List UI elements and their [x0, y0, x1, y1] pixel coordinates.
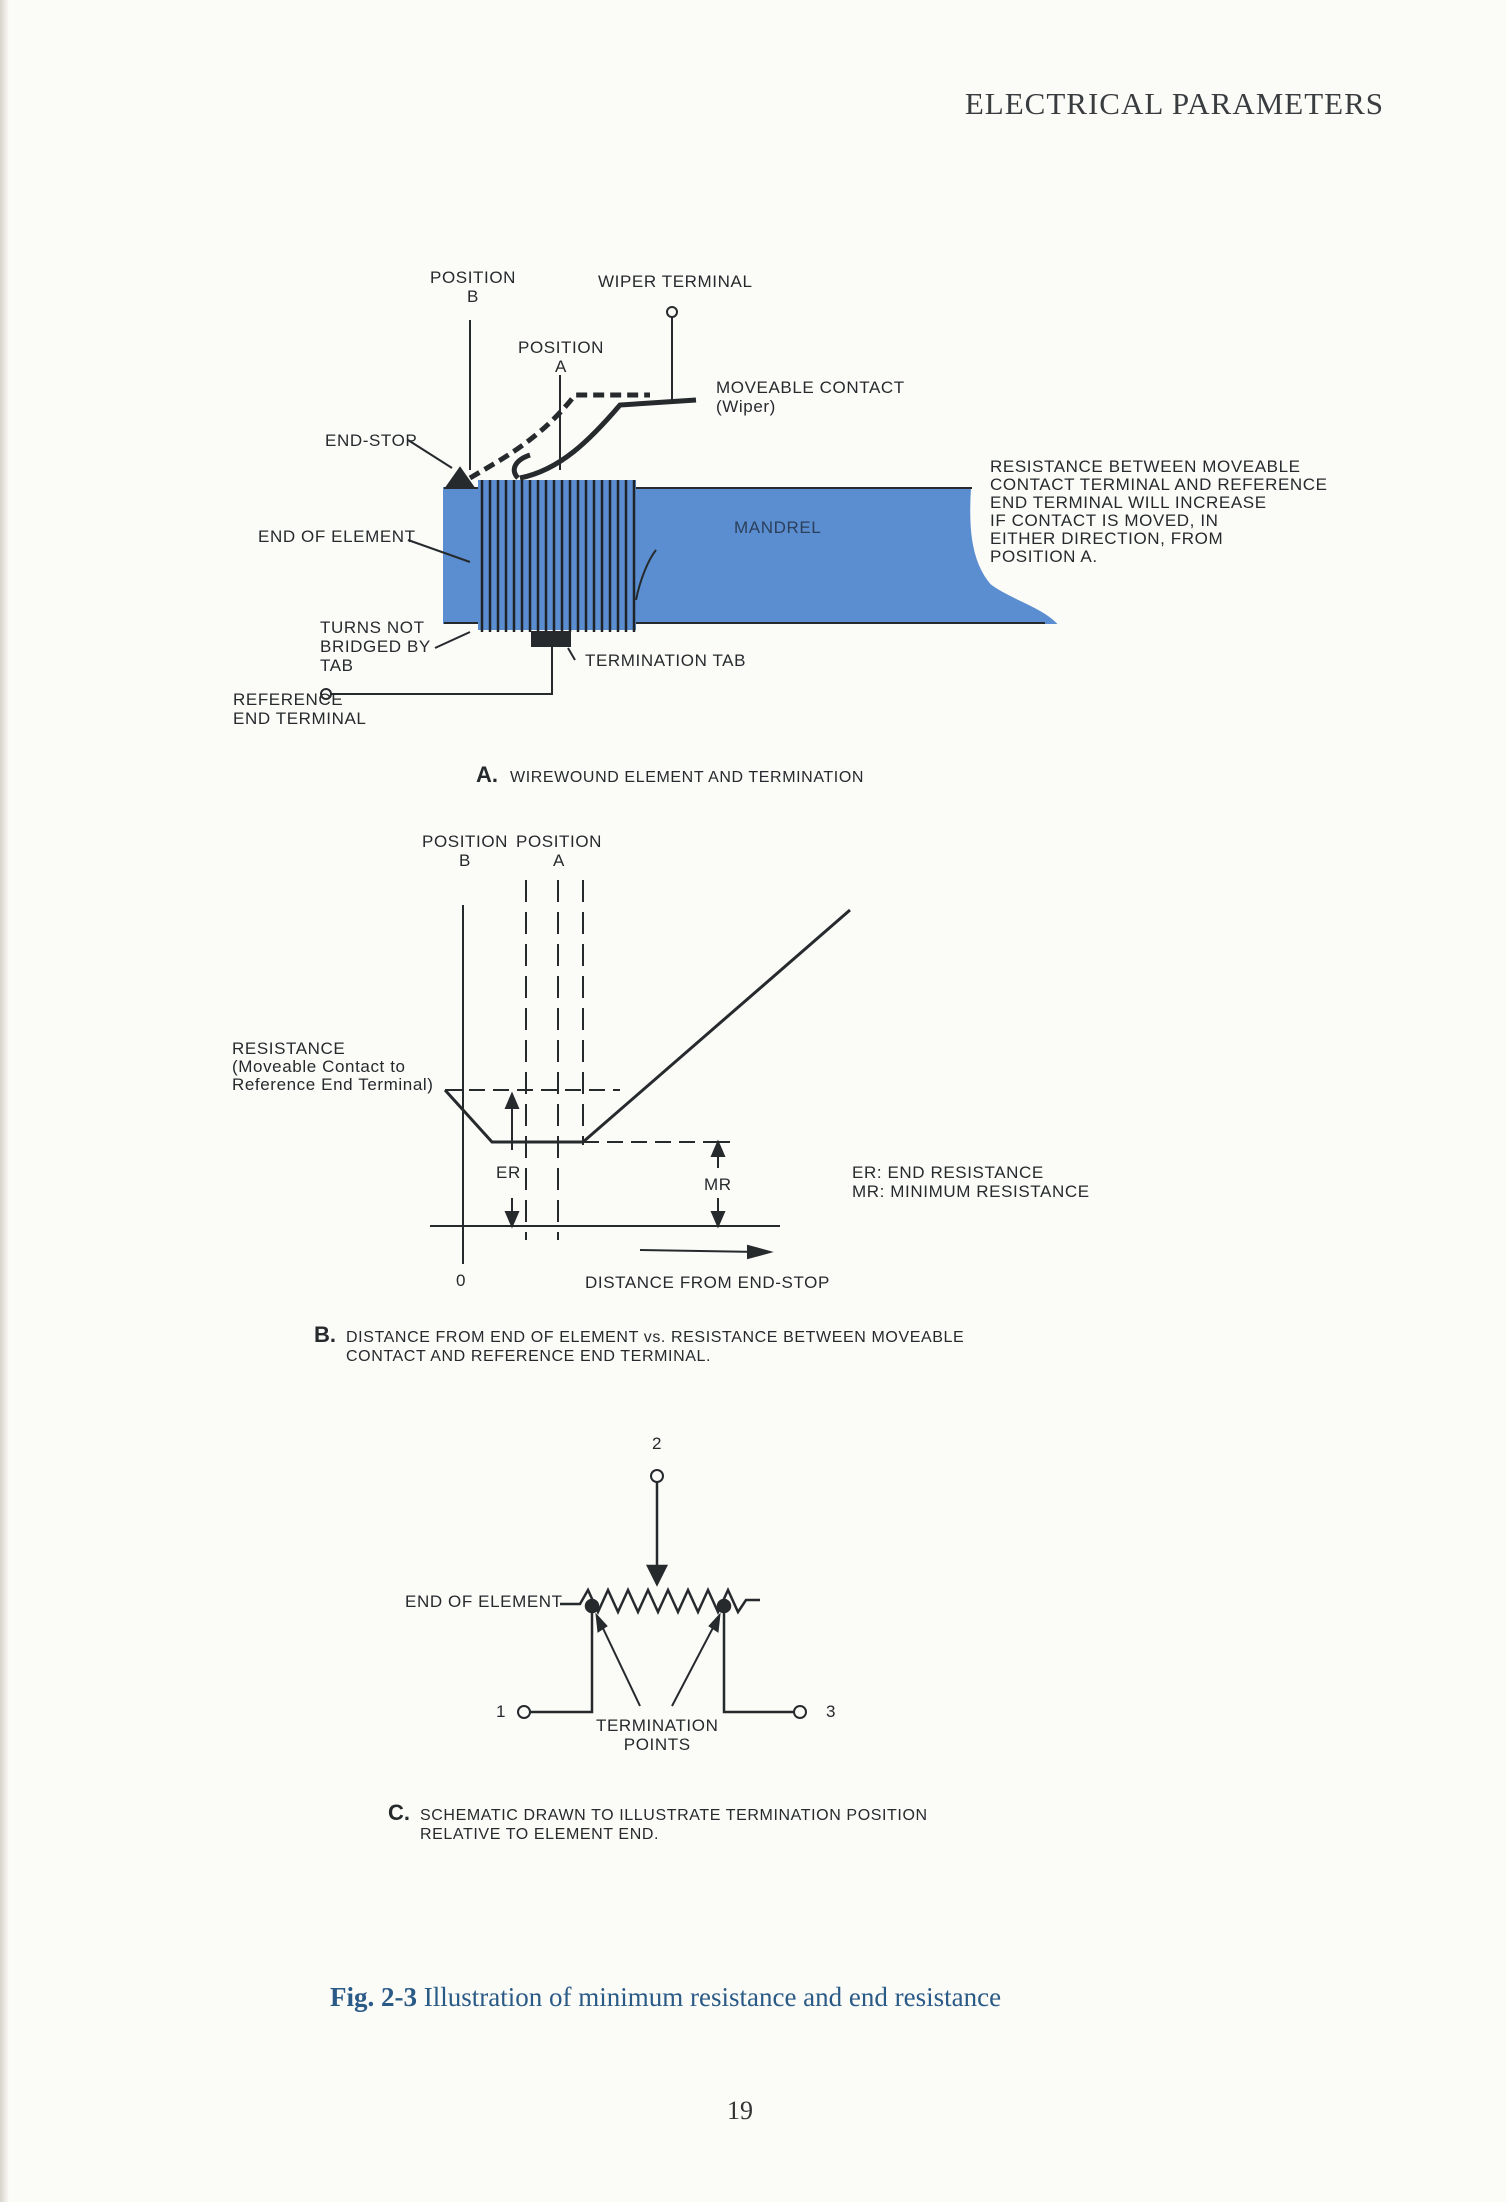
pointer-left — [599, 1621, 641, 1707]
wire-turns — [480, 480, 636, 632]
caption-b-letter: B. — [314, 1322, 336, 1347]
label-end-stop: END-STOP — [325, 431, 418, 450]
distance-arrowhead — [747, 1244, 774, 1260]
end-of-element-leader — [407, 539, 471, 563]
wiper-arrowhead-c — [645, 1564, 669, 1587]
mr-arrowhead-down — [710, 1211, 726, 1229]
label-resistance-note: RESISTANCE BETWEEN MOVEABLE CONTACT TERM… — [990, 457, 1328, 566]
reference-terminal-circle — [320, 688, 332, 700]
label-position-a-b: POSITION A — [516, 832, 603, 870]
running-header: ELECTRICAL PARAMETERS — [964, 86, 1384, 121]
page-number: 19 — [727, 2096, 753, 2125]
label-mandrel: MANDREL — [734, 518, 822, 537]
label-resistance-axis: RESISTANCE (Moveable Contact to Referenc… — [232, 1039, 434, 1094]
label-termination-tab: TERMINATION TAB — [585, 651, 747, 670]
terminal-2-circle — [650, 1469, 664, 1483]
label-origin: 0 — [456, 1271, 467, 1290]
label-turns-not-bridged: TURNS NOT BRIDGED BY TAB — [320, 618, 431, 675]
terminal-1-circle — [517, 1705, 531, 1719]
label-mr: MR — [704, 1175, 732, 1194]
lead-terminal-3 — [722, 1606, 794, 1714]
label-wiper-terminal: WIPER TERMINAL — [598, 272, 753, 291]
termination-tab-leader — [567, 647, 576, 661]
terminal-3-circle — [793, 1705, 807, 1719]
label-termination-points: TERMINATION POINTS — [596, 1716, 719, 1754]
lead-terminal-1 — [530, 1606, 594, 1714]
label-terminal-1: 1 — [496, 1702, 507, 1721]
label-terminal-3: 3 — [826, 1702, 837, 1721]
pointer-left-head — [595, 1612, 608, 1633]
end-stop — [444, 466, 476, 489]
label-er: ER — [496, 1163, 521, 1182]
label-position-b-b: POSITION B — [422, 832, 509, 870]
mr-arrowhead-up — [710, 1139, 726, 1157]
er-arrowhead-up — [504, 1091, 520, 1109]
resistor-zigzag — [560, 1586, 760, 1616]
caption-c-letter: C. — [388, 1800, 410, 1825]
label-position-b-a: POSITION B — [430, 268, 517, 306]
wiper-dashed — [468, 392, 650, 481]
wiper-tip — [511, 452, 531, 480]
caption-c: SCHEMATIC DRAWN TO ILLUSTRATE TERMINATIO… — [420, 1807, 928, 1843]
label-terminal-2: 2 — [652, 1434, 663, 1453]
wiper-solid — [519, 397, 697, 481]
label-legend: ER: END RESISTANCE MR: MINIMUM RESISTANC… — [852, 1163, 1090, 1201]
caption-a: WIREWOUND ELEMENT AND TERMINATION — [510, 769, 865, 786]
resistance-curve — [443, 908, 851, 1144]
caption-a-letter: A. — [476, 762, 498, 787]
page-edge — [0, 0, 9, 2202]
figure-caption: Fig. 2-3 Illustration of minimum resista… — [330, 1982, 1001, 2013]
er-arrowhead-down — [504, 1211, 520, 1229]
end-stop-leader — [407, 439, 453, 469]
label-moveable-contact: MOVEABLE CONTACT (Wiper) — [716, 378, 905, 416]
label-end-of-element-c: END OF ELEMENT — [405, 1592, 563, 1611]
label-end-of-element: END OF ELEMENT — [258, 527, 416, 546]
distance-arrow — [639, 1249, 761, 1253]
label-position-a-a: POSITION A — [518, 338, 605, 376]
wiper-terminal-circle — [666, 306, 678, 318]
pointer-right-head — [708, 1612, 721, 1633]
wire-tail — [635, 549, 657, 601]
caption-b: DISTANCE FROM END OF ELEMENT vs. RESISTA… — [346, 1329, 965, 1365]
label-reference-end-terminal: REFERENCE END TERMINAL — [233, 690, 367, 728]
figure-caption-text: Illustration of minimum resistance and e… — [423, 1982, 1002, 2012]
pointer-right — [671, 1621, 717, 1707]
reference-lead — [330, 646, 553, 695]
figure-number: Fig. 2-3 — [330, 1982, 417, 2012]
turns-leader — [434, 631, 471, 649]
label-x-axis: DISTANCE FROM END-STOP — [585, 1273, 830, 1292]
